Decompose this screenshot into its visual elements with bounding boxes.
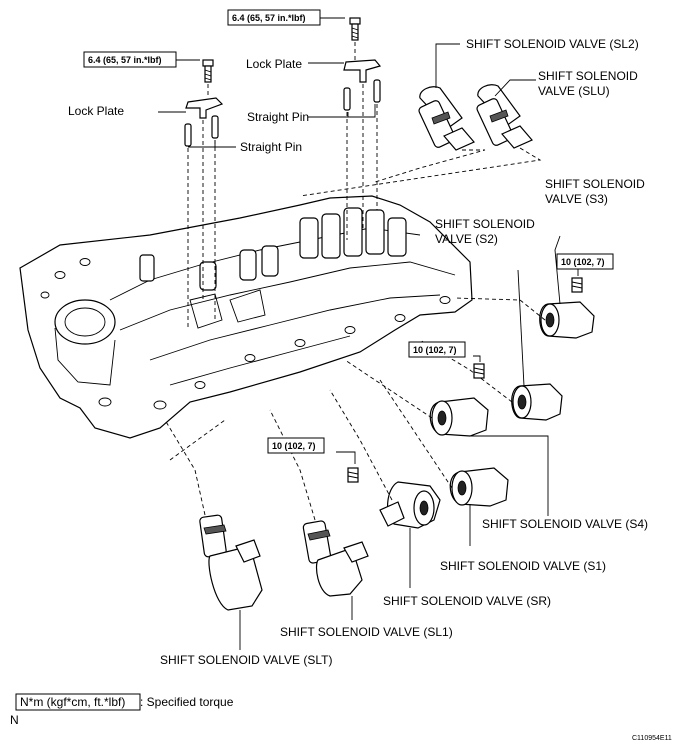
svg-text:10 (102, 7): 10 (102, 7) [561,257,605,267]
label-slu-line1: SHIFT SOLENOID [538,69,638,83]
left-straight-pins [184,115,219,147]
svg-text:10 (102, 7): 10 (102, 7) [272,441,316,451]
svg-text:10 (102, 7): 10 (102, 7) [413,345,457,355]
solenoid-s1 [449,467,509,507]
label-lock-plate-top: Lock Plate [246,57,302,71]
label-s2-line2: VALVE (S2) [435,232,498,246]
svg-text:6.4 (65, 57 in.*lbf): 6.4 (65, 57 in.*lbf) [88,55,162,65]
label-s3-line2: VALVE (S3) [545,192,608,206]
left-bolt [202,59,214,83]
top-bolt [349,17,361,41]
solenoid-s2 [511,383,563,421]
torque-box-s3: 10 (102, 7) [556,253,614,270]
solenoid-sl1 [302,520,369,597]
torque-box-sr: 10 (102, 7) [267,437,325,454]
label-lock-plate-left: Lock Plate [68,104,124,118]
solenoid-slu [476,84,533,149]
label-slt: SHIFT SOLENOID VALVE (SLT) [160,653,332,667]
legend-unit-mark: N [10,713,19,727]
torque-box-s2: 10 (102, 7) [408,341,466,358]
torque-box-top: 6.4 (65, 57 in.*lbf) [227,9,321,26]
top-lock-plate [343,59,382,83]
label-slu-line2: VALVE (SLU) [538,84,610,98]
label-s4: SHIFT SOLENOID VALVE (S4) [482,517,648,531]
left-lock-plate [185,97,224,119]
label-sr: SHIFT SOLENOID VALVE (SR) [383,594,551,608]
solenoid-s4 [429,363,489,437]
label-s1: SHIFT SOLENOID VALVE (S1) [440,559,606,573]
label-s2-line1: SHIFT SOLENOID [435,217,535,231]
label-straight-pin-top: Straight Pin [247,110,309,124]
torque-box-left: 6.4 (65, 57 in.*lbf) [83,51,177,68]
label-sl1: SHIFT SOLENOID VALVE (SL1) [280,625,453,639]
valve-body [19,195,473,439]
label-straight-pin-left: Straight Pin [240,140,302,154]
svg-text:6.4 (65, 57 in.*lbf): 6.4 (65, 57 in.*lbf) [232,13,306,23]
figure-code: C110954E11 [632,735,672,742]
label-s3-line1: SHIFT SOLENOID [545,177,645,191]
solenoid-sr [347,467,441,529]
legend-box-text: N*m (kgf*cm, ft.*lbf) [20,695,125,709]
solenoid-sl2 [418,86,475,151]
label-sl2: SHIFT SOLENOID VALVE (SL2) [466,37,639,51]
solenoid-slt [199,514,263,611]
solenoid-s3 [539,277,595,339]
top-straight-pins [343,79,381,111]
legend: N*m (kgf*cm, ft.*lbf) : Specified torque… [10,693,234,727]
legend-description: : Specified torque [140,695,234,709]
